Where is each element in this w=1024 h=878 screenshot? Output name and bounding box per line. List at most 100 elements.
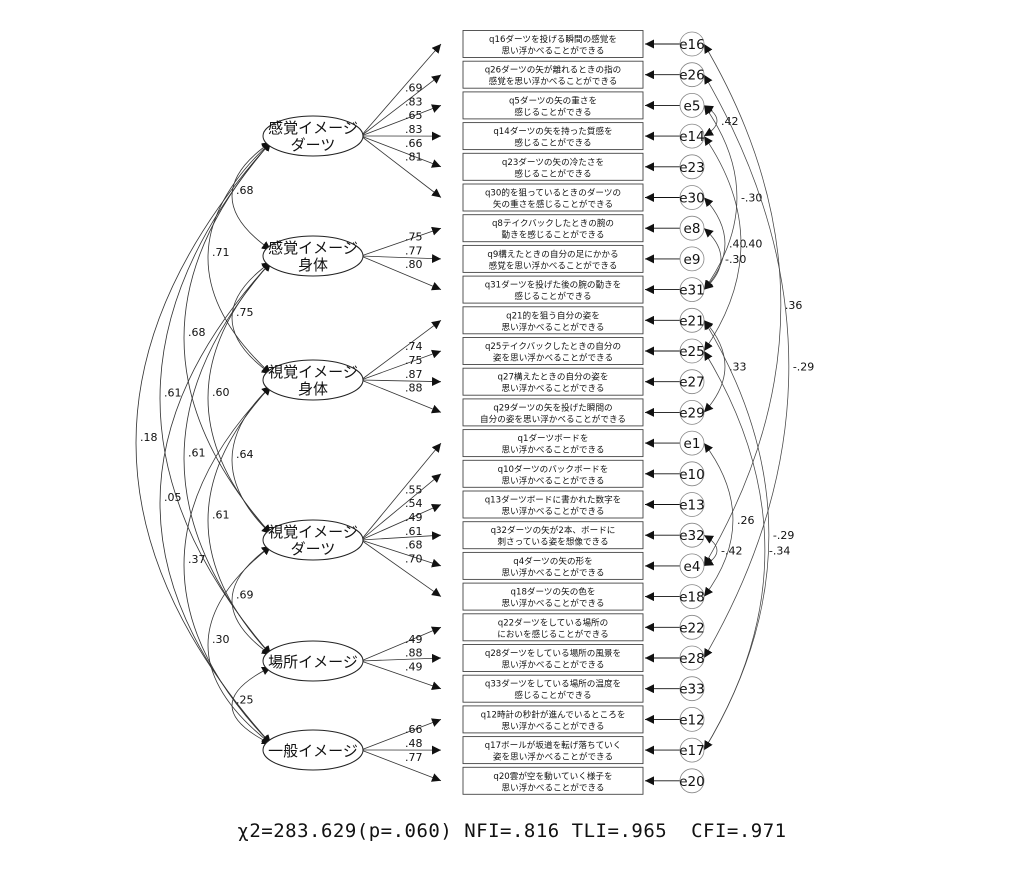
error-circle (679, 185, 705, 210)
error-circle (679, 707, 705, 732)
error-circle (679, 369, 705, 395)
error-e33: e33 (679, 676, 705, 702)
correlation-arc (231, 141, 272, 251)
loading-label: .55 (405, 483, 423, 496)
error-covariance-label: -.34 (769, 545, 790, 558)
item-text: 思い浮かべることができる (502, 659, 605, 671)
error-circle (679, 461, 705, 487)
error-label: e28 (679, 651, 704, 667)
error-covariance-arc (703, 105, 738, 290)
item-text: q8テイクバックしたときの腕の (492, 217, 614, 229)
error-covariance-arc (703, 320, 770, 751)
item-text: q28ダーツをしている場所の風景を (485, 647, 621, 659)
correlation-label: .68 (236, 184, 254, 197)
loading-arrow (360, 255, 442, 291)
correlation-label: .68 (188, 326, 206, 339)
loading-label: .69 (405, 82, 423, 95)
error-covariance-arc (703, 442, 734, 597)
error-label: e4 (684, 559, 701, 575)
item-rect (462, 122, 644, 151)
item-text: q21的を狙う自分の姿を (506, 309, 600, 321)
correlation-label: .18 (140, 431, 158, 444)
factor-correlations: .68.71.68.61.18.75.60.61.05.64.61.37.69.… (135, 141, 272, 745)
error-e28: e28 (679, 645, 705, 671)
correlation-arc (183, 385, 272, 745)
item-rect (462, 30, 644, 58)
correlation-arc (207, 141, 272, 375)
item-rect (462, 582, 644, 611)
correlation-arc (231, 666, 272, 745)
item-text: 思い浮かべることができる (502, 382, 605, 394)
error-circle (679, 430, 705, 456)
correlation-label: .60 (212, 386, 230, 399)
error-e8: e8 (679, 215, 705, 241)
error-label: e26 (679, 68, 704, 84)
correlation-label: .25 (236, 694, 254, 707)
error-covariance-arc (703, 135, 742, 352)
correlation-label: .61 (212, 509, 230, 522)
error-label: e33 (679, 682, 704, 698)
error-label: e23 (679, 160, 704, 176)
factor-ellipse (262, 729, 364, 771)
item-text: 思い浮かべることができる (502, 781, 605, 793)
loading-label: .49 (405, 660, 423, 673)
item-text: q4ダーツの矢の形を (513, 555, 593, 567)
error-covariance-arc (703, 534, 718, 567)
item-rect (462, 244, 644, 273)
item-text: 刺さっている姿を想像できる (497, 536, 608, 548)
correlation-arc (159, 141, 272, 656)
error-covariance-label: .33 (729, 360, 747, 373)
factor-label: 感覚イメージ (268, 119, 358, 137)
loading-label: .75 (405, 354, 423, 367)
error-e22: e22 (679, 614, 705, 640)
error-label: e13 (679, 498, 704, 514)
error-e17: e17 (679, 737, 705, 763)
loading-arrow (360, 531, 442, 541)
correlation-label: .61 (164, 387, 182, 400)
loading-label: .70 (405, 552, 423, 565)
error-label: e14 (679, 129, 704, 145)
item-text: 思い浮かべることができる (502, 505, 605, 517)
item-rect (462, 91, 644, 120)
item-rect (462, 766, 644, 795)
item-text: q27構えたときの自分の姿を (498, 371, 609, 383)
error-covariance-arc (703, 74, 790, 659)
item-rect (462, 152, 644, 181)
error-e5: e5 (679, 93, 705, 118)
factor-label: 一般イメージ (268, 742, 358, 760)
error-circle (679, 62, 705, 88)
item-rect (462, 736, 644, 765)
error-circle (679, 522, 705, 548)
error-circle (679, 31, 705, 57)
item-text: q22ダーツをしている場所の (498, 616, 609, 628)
item-text: 感じることができる (514, 290, 591, 302)
error-e29: e29 (679, 399, 705, 425)
error-circle (679, 737, 705, 763)
fit-indices: χ2=283.629(p=.060) NFI=.816 TLI=.965 CFI… (0, 820, 1024, 842)
error-e25: e25 (679, 338, 705, 364)
error-e16: e16 (679, 31, 705, 57)
error-circle (679, 553, 705, 579)
item-text: q12時計の秒針が進んでいるところを (481, 708, 626, 720)
item-text: q30的を狙っているときのダーツの (485, 187, 621, 199)
error-circle (679, 492, 705, 517)
loading-label: .65 (405, 109, 423, 122)
item-text: q18ダーツの矢の色を (511, 586, 596, 598)
loading-label: .75 (405, 230, 423, 243)
error-covariance-label: -.30 (725, 253, 746, 266)
error-e32: e32 (679, 522, 705, 548)
item-rect (462, 367, 644, 396)
loading-arrow (360, 660, 442, 691)
item-text: q17ボールが坂道を転げ落ちていく (485, 739, 622, 751)
loading-arrow (360, 377, 442, 387)
error-circle (679, 154, 705, 180)
error-covariance-label: -.29 (793, 360, 814, 373)
item-rect (462, 337, 644, 365)
error-label: e12 (679, 712, 704, 728)
loading-label: .68 (405, 539, 423, 552)
correlation-arc (207, 545, 272, 745)
